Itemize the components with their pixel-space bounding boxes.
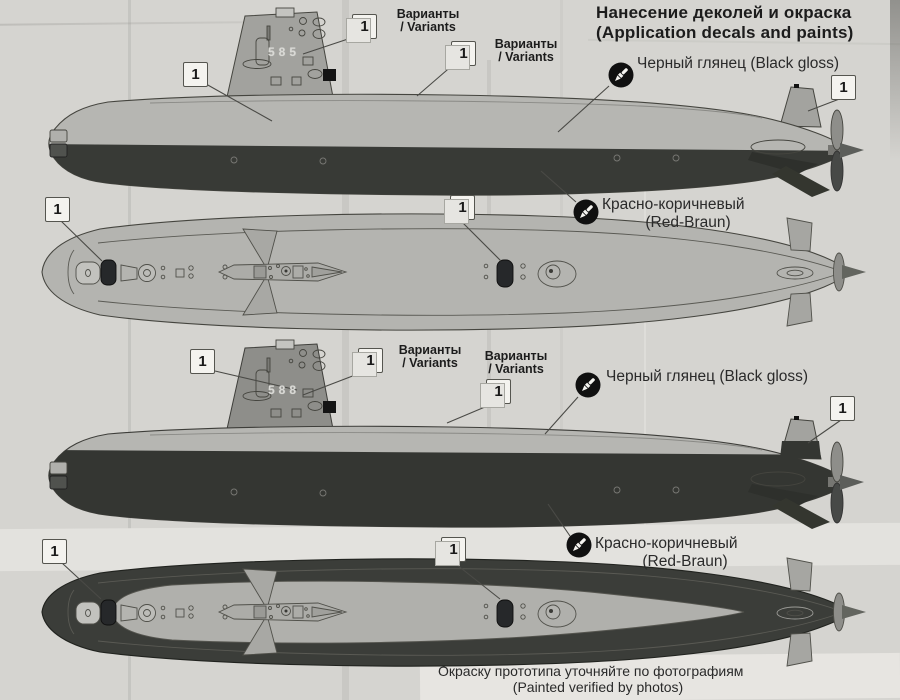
tail-fin: [779, 86, 822, 128]
callout-marker: 1: [183, 62, 208, 87]
callout-marker: 1: [830, 396, 855, 421]
callout-marker: 1: [831, 75, 856, 100]
paint-brush-icon: [608, 62, 634, 88]
callout-marker: 1: [346, 14, 377, 43]
callout-marker: 1: [352, 348, 383, 377]
red-brown-label: Красно-коричневый (Red-Braun): [595, 535, 738, 570]
callout-marker: 1: [190, 349, 215, 374]
top-view-variant-2: [41, 557, 867, 667]
callout-marker: 1: [480, 379, 511, 408]
callout-marker: 1: [435, 537, 466, 566]
footer-note: Окраску прототипа уточняйте по фотографи…: [438, 663, 744, 695]
paint-brush-icon: [573, 199, 599, 225]
lower-hull-red-brown: [48, 144, 850, 196]
black-gloss-label: Черный глянец (Black gloss): [637, 55, 840, 72]
variants-label: Варианты / Variants: [396, 7, 460, 34]
hull-number-585: 585: [267, 45, 301, 59]
variants-label: Варианты / Variants: [484, 349, 548, 376]
paint-brush-icon: [566, 532, 592, 558]
top-view-variant-1: [41, 213, 867, 331]
page-title-en: (Application decals and paints): [596, 23, 854, 42]
side-view-variant-2: [48, 339, 865, 530]
page-title: Нанесение деколей и окраска (Application…: [596, 3, 853, 43]
paint-brush-icon: [575, 372, 601, 398]
callout-marker: 1: [444, 195, 475, 224]
callout-marker: 1: [45, 197, 70, 222]
variants-label: Варианты / Variants: [398, 343, 462, 370]
variants-label: Варианты / Variants: [494, 37, 558, 64]
tail-fin-dark: [780, 441, 821, 459]
hull-number-588: 588: [267, 383, 301, 397]
page-title-ru: Нанесение деколей и окраска: [596, 3, 852, 22]
red-brown-label: Красно-коричневый (Red-Braun): [602, 196, 745, 231]
black-gloss-label: Черный глянец (Black gloss): [606, 368, 809, 385]
callout-marker: 1: [445, 41, 476, 70]
callout-marker: 1: [42, 539, 67, 564]
side-view-variant-1: [48, 7, 865, 198]
lower-hull-black: [48, 450, 850, 528]
